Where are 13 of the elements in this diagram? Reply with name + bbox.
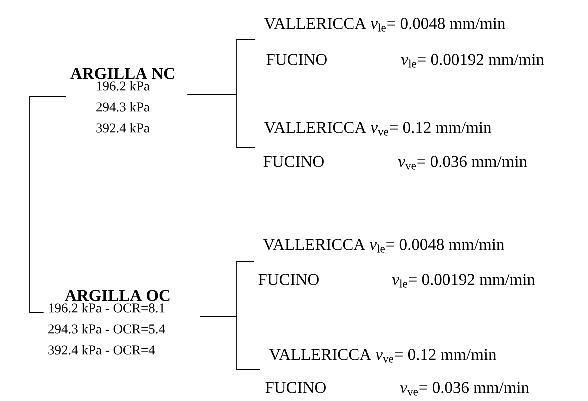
rate-entry: VALLERICCA v$_{le}$= 0.0048 mm/min bbox=[263, 239, 504, 253]
bracket-line bbox=[30, 96, 67, 314]
bracket-line bbox=[200, 316, 260, 370]
group-label: ARGILLA OC 196.2 kPa - OCR=8.1 294.3 kPa - OCR=5.4 392.4 kPa - OCR=4 bbox=[48, 290, 170, 355]
bracket-line bbox=[187, 94, 256, 148]
rate-entry: VALLERICCA v$_{ve}$= 0.12 mm/min bbox=[269, 349, 497, 363]
rate-entry: FUCINO v$_{le}$= 0.00192 mm/min bbox=[266, 54, 544, 68]
rate-entry: FUCINO v$_{le}$= 0.00192 mm/min bbox=[258, 274, 536, 288]
rate-entry: VALLERICCA v$_{le}$= 0.0048 mm/min bbox=[264, 18, 506, 32]
rate-entry: VALLERICCA v$_{ve}$= 0.12 mm/min bbox=[264, 122, 492, 136]
rate-entry: FUCINO v$_{ve}$= 0.036 mm/min bbox=[264, 156, 528, 170]
rate-entry: FUCINO v$_{ve}$= 0.036 mm/min bbox=[266, 382, 530, 396]
group-label: ARGILLA NC 196.2 kPa 294.3 kPa 392.4 kPa bbox=[70, 68, 174, 133]
